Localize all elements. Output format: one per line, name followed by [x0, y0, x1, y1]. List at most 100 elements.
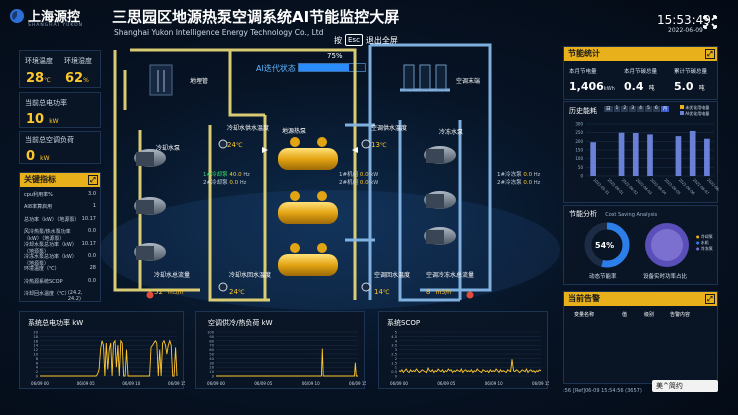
energy-stats-header: 节能统计 ⤢ — [564, 47, 717, 61]
line-series — [40, 339, 178, 377]
load-value: 0 — [26, 149, 36, 164]
line-ytick: 10 — [33, 353, 38, 357]
hum-unit: % — [83, 77, 89, 84]
month-money: 本月节碳总量 0.4 吨 — [624, 67, 657, 94]
ac-end-label: 空调末端 — [456, 78, 481, 85]
line-ytick: 100 — [207, 331, 215, 335]
month-money-label: 本月节碳总量 — [624, 69, 658, 75]
power-unit: kW — [49, 118, 59, 125]
history-bar — [647, 134, 653, 176]
hint-post: 退出全屏 — [365, 35, 398, 45]
cp2-value: 0.0 — [229, 180, 239, 186]
line-ytick: 4 — [36, 366, 39, 370]
line-ytick: 14 — [33, 344, 38, 348]
saving-analysis-panel: 节能分析 Cost Saving Analysis 54% 动态节能率 设备实时… — [563, 205, 718, 285]
load-chart-title: 空调供冷/热负荷 kW — [208, 319, 273, 327]
legend-item-2: 冷冻泵 — [700, 246, 713, 251]
line-ytick: 1 — [395, 366, 397, 370]
line-ytick: 4 — [395, 339, 398, 343]
bar-ytick: 300 — [575, 122, 583, 127]
power-chart-title: 系统总电功率 kW — [28, 319, 84, 327]
cw-flow-unit: m3/h — [168, 289, 184, 296]
key-metric-name: 冷冻水泵总功率（kW）（地源泵） — [24, 254, 77, 267]
line-ytick: 2.5 — [391, 353, 397, 357]
chp1-value: 0.0 — [523, 172, 533, 178]
chilled-pump-label: 冷冻水泵 — [439, 129, 464, 136]
line-ytick: 50 — [209, 353, 214, 357]
chw-return-temp: 空调回水温度 14℃ — [374, 270, 410, 298]
chp2-label: 2#冷冻泵 — [497, 180, 522, 186]
key-metric-value: 3.0 — [88, 191, 96, 197]
ac-end-icon — [403, 64, 447, 90]
line-ytick: 12 — [33, 348, 38, 352]
fullscreen-exit-icon[interactable] — [703, 14, 717, 29]
hp2-label: 2#机组 — [339, 180, 359, 186]
energy-stats-title: 节能统计 — [568, 49, 600, 58]
key-metric-name: cpu利用率% — [24, 192, 53, 198]
line-xtick: 06/09 05 — [437, 381, 455, 386]
expand-icon[interactable]: ⤢ — [88, 175, 98, 185]
line-xtick: 06/09 10 — [122, 381, 140, 386]
expand-icon[interactable]: ⤢ — [705, 294, 715, 304]
saving-analysis-subtitle: Cost Saving Analysis — [605, 212, 658, 218]
clock-time: 15:53:49 — [657, 13, 711, 27]
cw-return-temp-unit: ℃ — [237, 289, 245, 296]
load-panel: 当前总空调负荷 0 kW — [19, 131, 101, 164]
saving-rate-donut — [584, 222, 630, 268]
chw-supply-temp-unit: ℃ — [379, 142, 387, 149]
line-ytick: 18 — [33, 335, 38, 339]
saving-rate-value: 54% — [595, 241, 615, 250]
bar-ytick: 250 — [575, 130, 583, 135]
ai-status-bar — [298, 63, 366, 72]
hum-value-wrap: 62% — [65, 67, 89, 86]
hp2-unit: kW — [370, 180, 379, 186]
history-tab[interactable]: 5 — [645, 106, 652, 112]
history-tab[interactable]: 日 — [604, 106, 613, 112]
month-money-unit: 吨 — [648, 85, 655, 92]
page-title: 三思园区地源热泵空调系统AI节能监控大屏 — [112, 8, 400, 26]
ground-source-hp-label: 地源热泵 — [282, 128, 307, 135]
line-xtick: 06/09 10 — [485, 381, 503, 386]
hint-pre: 按 — [334, 35, 342, 45]
chw-return-temp-unit: ℃ — [382, 289, 390, 296]
line-ytick: 2 — [395, 357, 397, 361]
line-ytick: 5 — [395, 331, 397, 335]
line-ytick: 4.5 — [391, 335, 397, 339]
line-ytick: 90 — [209, 335, 214, 339]
line-ytick: 20 — [209, 366, 214, 370]
temp-value-wrap: 28℃ — [26, 67, 51, 86]
key-metric-row: 冷冻水泵总功率（kW）（地源泵）0.0 — [24, 253, 96, 267]
expand-icon[interactable]: ⤢ — [705, 49, 715, 59]
chw-return-temp-value: 14 — [374, 288, 383, 296]
history-tab[interactable]: 1 — [613, 106, 621, 112]
hum-label: 环境湿度 — [64, 57, 92, 65]
cw-supply-temp-value: 24 — [227, 141, 236, 149]
history-tab[interactable]: 4 — [637, 106, 644, 112]
power-value-wrap: 10 kW — [26, 108, 59, 127]
cooling-pump-icons — [134, 149, 166, 261]
history-tab[interactable]: 2 — [621, 106, 629, 112]
ai-status-fill — [299, 64, 349, 71]
total-saving-label: 累计节碳总量 — [674, 69, 708, 75]
line-ytick: 3.5 — [391, 344, 397, 348]
cw-supply-temp-label: 冷却水供水温度 — [227, 125, 270, 132]
history-tab[interactable]: 3 — [629, 106, 637, 112]
chp1-label: 1#冷冻泵 — [497, 172, 522, 178]
line-xtick: 06/09 00 — [207, 381, 225, 386]
chw-supply-temp: 空调供水温度 13℃ — [371, 123, 407, 151]
key-metrics-title: 关键指标 — [24, 175, 56, 184]
alarm-panel: 当前告警⤢ 变量名称 值 级别 告警内容 — [563, 291, 718, 384]
chp2-value: 0.0 — [523, 180, 533, 186]
chw-return-temp-label: 空调回水温度 — [374, 272, 411, 279]
esc-key[interactable]: Esc — [345, 34, 363, 46]
line-ytick: 20 — [33, 331, 38, 335]
key-metric-value: 0.0 — [88, 228, 96, 235]
line-series — [398, 359, 542, 374]
history-tab[interactable]: 6 — [652, 106, 660, 112]
ground-pipe-icon — [149, 64, 173, 96]
history-tab[interactable]: 月 — [660, 106, 670, 112]
footer-code: :56 — [563, 388, 572, 394]
